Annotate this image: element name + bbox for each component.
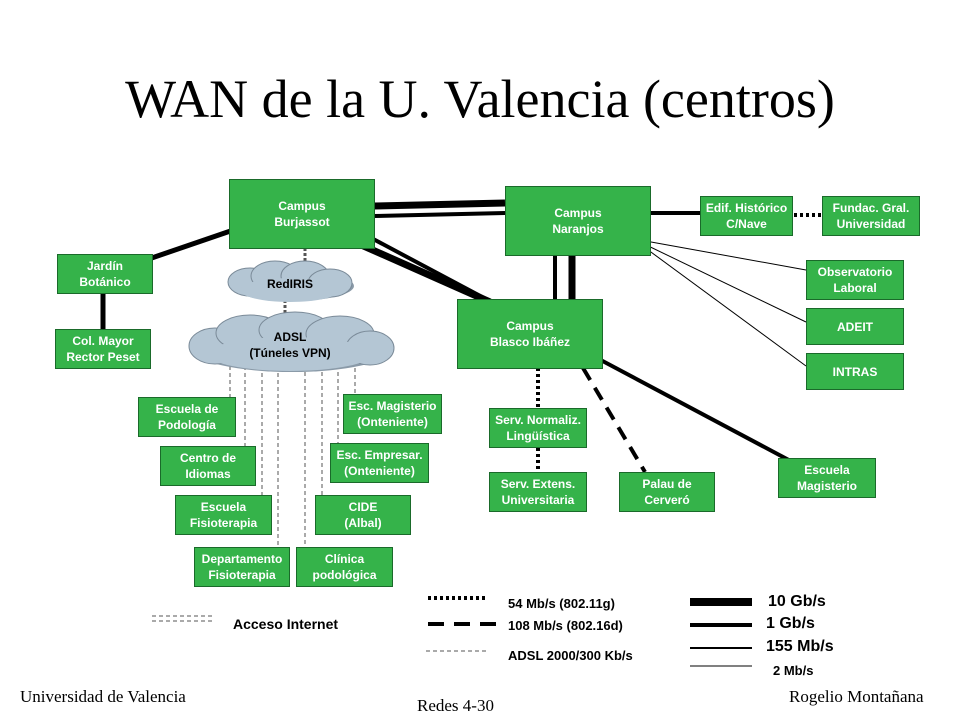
node-serv-extens: Serv. Extens. Universitaria: [489, 472, 587, 512]
node-palau-cervero: Palau de Cerveró: [619, 472, 715, 512]
link-burjassot-naranjos-1: [373, 199, 506, 210]
legend-155m: 155 Mb/s: [766, 638, 834, 655]
footer-center: Redes 4-30: [417, 696, 494, 715]
legend-wifi: 54 Mb/s (802.11g): [508, 596, 615, 611]
node-col-mayor: Col. Mayor Rector Peset: [55, 329, 151, 369]
legend-2m: 2 Mb/s: [773, 663, 814, 678]
node-centro-idiomas: Centro de Idiomas: [160, 446, 256, 486]
legend-acceso-internet: Acceso Internet: [233, 616, 339, 632]
node-serv-normaliz: Serv. Normaliz. Lingüística: [489, 408, 587, 448]
node-esc-magisterio-onteniente: Esc. Magisterio (Onteniente): [343, 394, 442, 434]
node-fundac-gral: Fundac. Gral. Universidad: [822, 196, 920, 236]
node-intras: INTRAS: [806, 353, 904, 390]
page-title: WAN de la U. Valencia (centros): [125, 69, 835, 129]
legend-adsl: ADSL 2000/300 Kb/s: [508, 648, 633, 663]
cloud-label-adsl: ADSL (Túneles VPN): [249, 330, 331, 360]
node-jardin-botanico: Jardín Botánico: [57, 254, 153, 294]
node-escuela-podologia: Escuela de Podología: [138, 397, 236, 437]
cloud-label-rediris: RedIRIS: [266, 277, 313, 291]
node-edif-historico: Edif. Histórico C/Nave: [700, 196, 793, 236]
node-escuela-fisioterapia: Escuela Fisioterapia: [175, 495, 272, 535]
link-naranjos-adeit: [639, 241, 807, 323]
node-clinica-podologica: Clínica podológica: [296, 547, 393, 587]
footer-left: Universidad de Valencia: [20, 687, 186, 706]
node-esc-empresar-onteniente: Esc. Empresar. (Onteniente): [330, 443, 429, 483]
node-escuela-magisterio: Escuela Magisterio: [778, 458, 876, 498]
legend-1g: 1 Gb/s: [766, 615, 815, 632]
node-cide-albal: CIDE (Albal): [315, 495, 411, 535]
legend-10g: 10 Gb/s: [768, 593, 826, 610]
footer-right: Rogelio Montañana: [789, 687, 924, 706]
adsl-cloud: [188, 311, 395, 372]
link-naranjos-intras: [639, 243, 807, 367]
node-departamento-fisioterapia: Departamento Fisioterapia: [194, 547, 290, 587]
rediris-cloud: [227, 260, 354, 302]
node-adeit: ADEIT: [806, 308, 904, 345]
link-blasco-palau: [581, 366, 647, 474]
link-burjassot-naranjos-2: [373, 211, 506, 218]
link-naranjos-observatorio: [639, 239, 807, 271]
legend-wimax: 108 Mb/s (802.16d): [508, 618, 623, 633]
node-observatorio: Observatorio Laboral: [806, 260, 904, 300]
node-campus-blasco: Campus Blasco Ibáñez: [457, 299, 603, 369]
node-campus-naranjos: Campus Naranjos: [505, 186, 651, 256]
node-campus-burjassot: Campus Burjassot: [229, 179, 375, 249]
link-burjassot-blasco: [348, 236, 492, 306]
